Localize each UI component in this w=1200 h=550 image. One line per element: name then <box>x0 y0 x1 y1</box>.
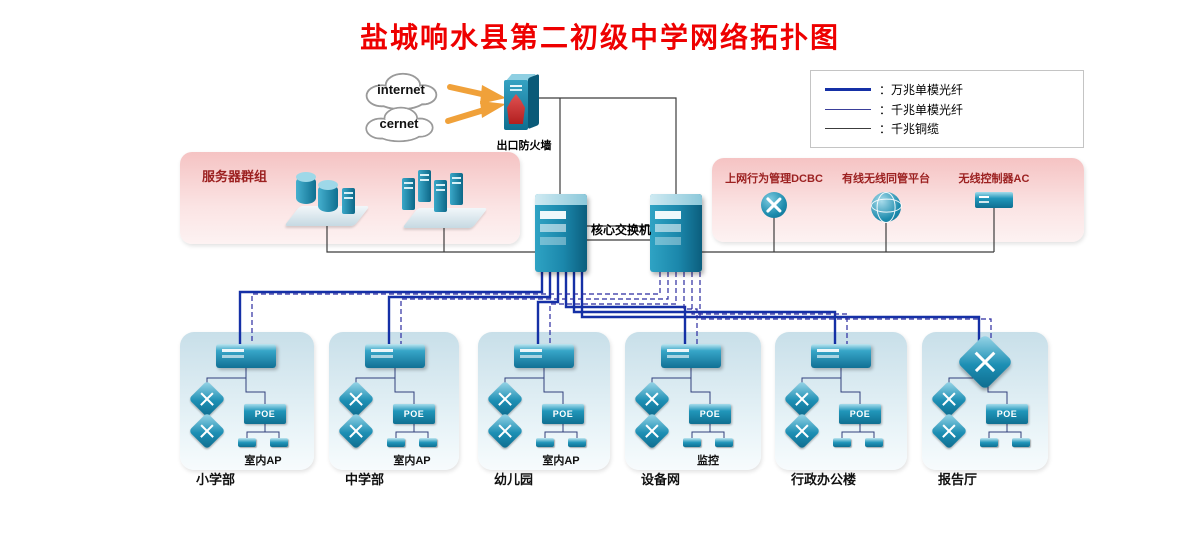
ac-controller-item: 无线控制器AC <box>946 170 1042 208</box>
internet-label: internet <box>377 82 425 97</box>
poe-label: POE <box>403 409 425 419</box>
cloud-icon <box>365 106 434 143</box>
ap-icon <box>865 438 883 447</box>
legend-item-10g: ：万兆单模光纤 <box>825 81 1069 98</box>
access-switch-icon <box>514 344 574 368</box>
legend-item-copper: ：千兆铜缆 <box>825 120 1069 137</box>
globe-icon <box>871 192 901 222</box>
group-kindergarten: POE 室内AP 幼儿园 <box>478 332 610 488</box>
ap-icon <box>568 438 586 447</box>
arrow-cernet-head <box>480 101 506 118</box>
cernet-label: cernet <box>379 116 419 131</box>
page-title: 盐城响水县第二初级中学网络拓扑图 <box>359 22 840 53</box>
group-sublabel: 室内AP <box>244 455 282 467</box>
cloud-icon <box>365 72 438 111</box>
poe-switch-icon: POE <box>542 404 584 424</box>
access-switch-icon <box>365 344 425 368</box>
poe-switch-icon: POE <box>393 404 435 424</box>
ap-icon <box>387 438 405 447</box>
group-label: 设备网 <box>641 472 681 487</box>
poe-label: POE <box>699 409 721 419</box>
camera-icon <box>683 438 701 447</box>
group-label: 报告厅 <box>938 472 978 487</box>
group-sublabel: 监控 <box>697 455 719 467</box>
group-sublabel: 室内AP <box>542 455 580 467</box>
core-switch-1-icon <box>535 194 587 272</box>
group-label: 中学部 <box>345 472 385 487</box>
wireless-platform-item: 有线无线同管平台 <box>836 170 936 222</box>
behavior-manager-label: 上网行为管理DCBC <box>725 173 823 185</box>
group-admin-building: POE 行政办公楼 <box>775 332 907 488</box>
ap-icon <box>536 438 554 447</box>
wireless-platform-label: 有线无线同管平台 <box>842 173 930 185</box>
server-tower-cluster-icon <box>396 166 492 232</box>
fiber-10g-links <box>238 272 981 344</box>
group-label: 行政办公楼 <box>791 472 857 487</box>
group-label: 幼儿园 <box>494 472 534 487</box>
ap-icon <box>419 438 437 447</box>
poe-switch-icon: POE <box>689 404 731 424</box>
ac-controller-label: 无线控制器AC <box>958 173 1030 185</box>
server-group-label: 服务器群组 <box>202 169 268 184</box>
copper-links <box>326 97 995 253</box>
arrow-internet <box>447 84 489 98</box>
line-sample-1g-icon <box>825 108 871 110</box>
router-icon <box>761 192 787 218</box>
access-switch-icon <box>661 344 721 368</box>
poe-label: POE <box>849 409 871 419</box>
fiber-backup-links <box>251 272 992 344</box>
legend-label: ：万兆单模光纤 <box>879 83 964 97</box>
cernet-cloud: cernet <box>350 104 448 146</box>
arrow-internet-head <box>480 85 506 104</box>
poe-switch-icon: POE <box>244 404 286 424</box>
poe-label: POE <box>254 409 276 419</box>
group-sublabel: 室内AP <box>393 455 431 467</box>
line-sample-copper-icon <box>825 128 871 129</box>
core-switch-2-icon <box>650 194 702 272</box>
group-middle-school: POE 室内AP 中学部 <box>329 332 459 488</box>
ap-icon <box>833 438 851 447</box>
access-switch-icon <box>216 344 276 368</box>
arrow-cernet <box>445 107 487 124</box>
group-lecture-hall: POE 报告厅 <box>922 332 1048 488</box>
ac-controller-icon <box>975 192 1013 208</box>
poe-label: POE <box>996 409 1018 419</box>
legend-label: ：千兆铜缆 <box>879 122 940 136</box>
firewall-label: 出口防火墙 <box>496 140 552 152</box>
camera-icon <box>715 438 733 447</box>
firewall-icon <box>502 73 546 134</box>
behavior-manager-item: 上网行为管理DCBC <box>718 170 830 218</box>
ap-icon <box>1012 438 1030 447</box>
internet-cloud: internet <box>352 70 450 112</box>
group-equipment-network: POE 监控 设备网 <box>625 332 761 488</box>
ap-icon <box>270 438 288 447</box>
legend-item-1g-fiber: ：千兆单模光纤 <box>825 101 1069 118</box>
group-label: 小学部 <box>196 472 236 487</box>
poe-switch-icon: POE <box>839 404 881 424</box>
core-switch-label: 核心交换机 <box>591 223 652 237</box>
poe-label: POE <box>552 409 574 419</box>
ap-icon <box>238 438 256 447</box>
line-sample-10g-icon <box>825 88 871 91</box>
legend: ：万兆单模光纤 ：千兆单模光纤 ：千兆铜缆 <box>810 70 1084 148</box>
flame-icon <box>507 94 525 124</box>
ap-icon <box>980 438 998 447</box>
group-primary-school: POE 室内AP 小学部 <box>180 332 314 488</box>
access-switch-icon <box>811 344 871 368</box>
server-cluster-icon <box>284 170 370 232</box>
legend-label: ：千兆单模光纤 <box>879 102 964 117</box>
poe-switch-icon: POE <box>986 404 1028 424</box>
